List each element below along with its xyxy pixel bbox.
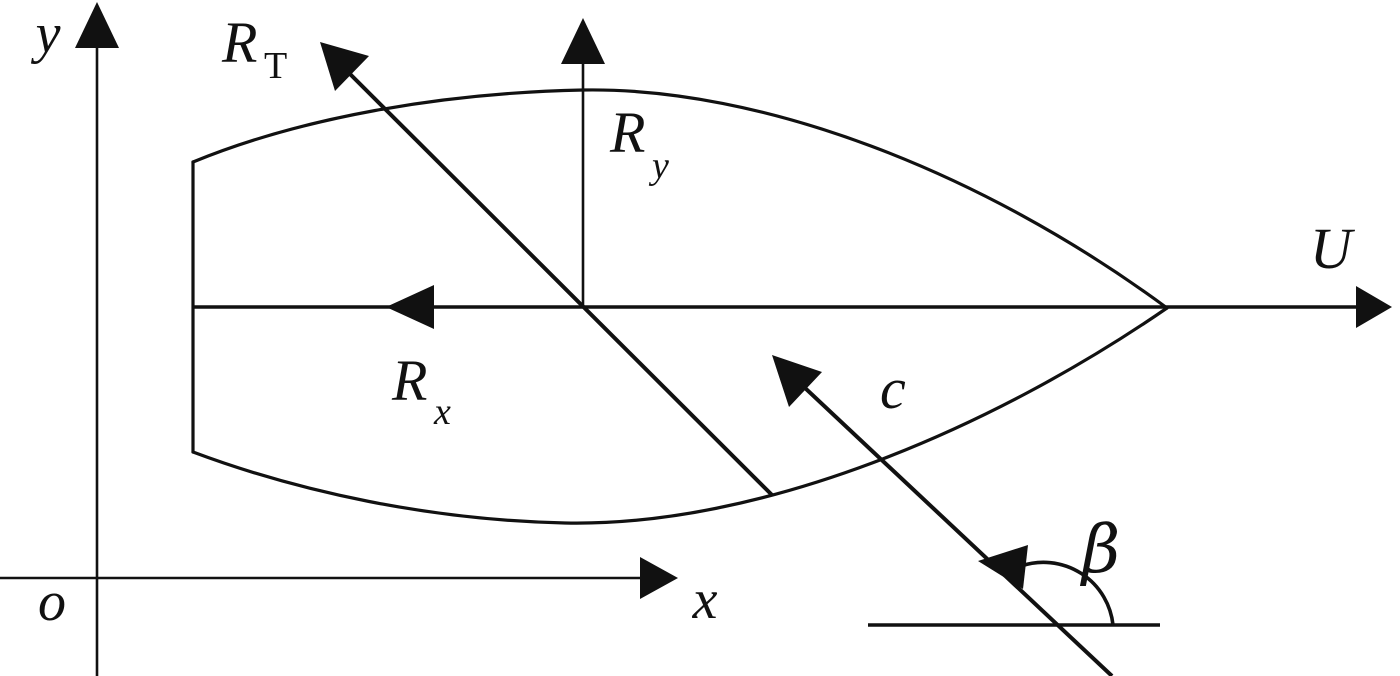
beta-angle-label: β xyxy=(1079,511,1120,588)
vertical-resistance-vector xyxy=(561,18,605,307)
hull-lower-curve xyxy=(191,306,1169,525)
beta-angle-arrowhead xyxy=(978,545,1028,589)
hull-upper-curve xyxy=(191,88,1169,310)
total-resistance-label: R xyxy=(221,10,257,75)
origin-label: o xyxy=(38,571,66,633)
ship-speed-label: U xyxy=(1310,216,1356,281)
vertical-resistance-label: R xyxy=(609,100,645,165)
total-resistance-subscript: T xyxy=(264,45,287,87)
horizontal-resistance-vector xyxy=(386,285,434,329)
current-velocity-line xyxy=(786,370,1114,676)
y-axis-arrowhead xyxy=(75,2,119,48)
vertical-resistance-subscript: y xyxy=(648,145,669,187)
horizontal-resistance-arrowhead xyxy=(386,285,434,329)
total-resistance-line xyxy=(334,58,774,497)
ship-speed-arrowhead xyxy=(1356,286,1392,328)
hull-centerline-group xyxy=(193,286,1392,328)
x-axis-arrowhead xyxy=(640,557,678,599)
y-axis-label: y xyxy=(31,3,61,65)
x-axis-label: x xyxy=(692,569,718,631)
total-resistance-arrowhead xyxy=(320,42,369,91)
horizontal-resistance-label: R xyxy=(391,348,427,413)
vertical-resistance-arrowhead xyxy=(561,18,605,64)
x-axis-group xyxy=(0,557,678,599)
horizontal-resistance-subscript: x xyxy=(433,391,451,433)
current-velocity-vector xyxy=(772,355,1114,676)
y-axis-group xyxy=(75,2,119,676)
current-velocity-arrowhead xyxy=(772,355,822,407)
beta-angle-group xyxy=(868,545,1160,627)
beta-angle-arc xyxy=(1020,560,1115,626)
current-velocity-label: c xyxy=(880,356,906,421)
total-resistance-vector xyxy=(320,42,774,497)
